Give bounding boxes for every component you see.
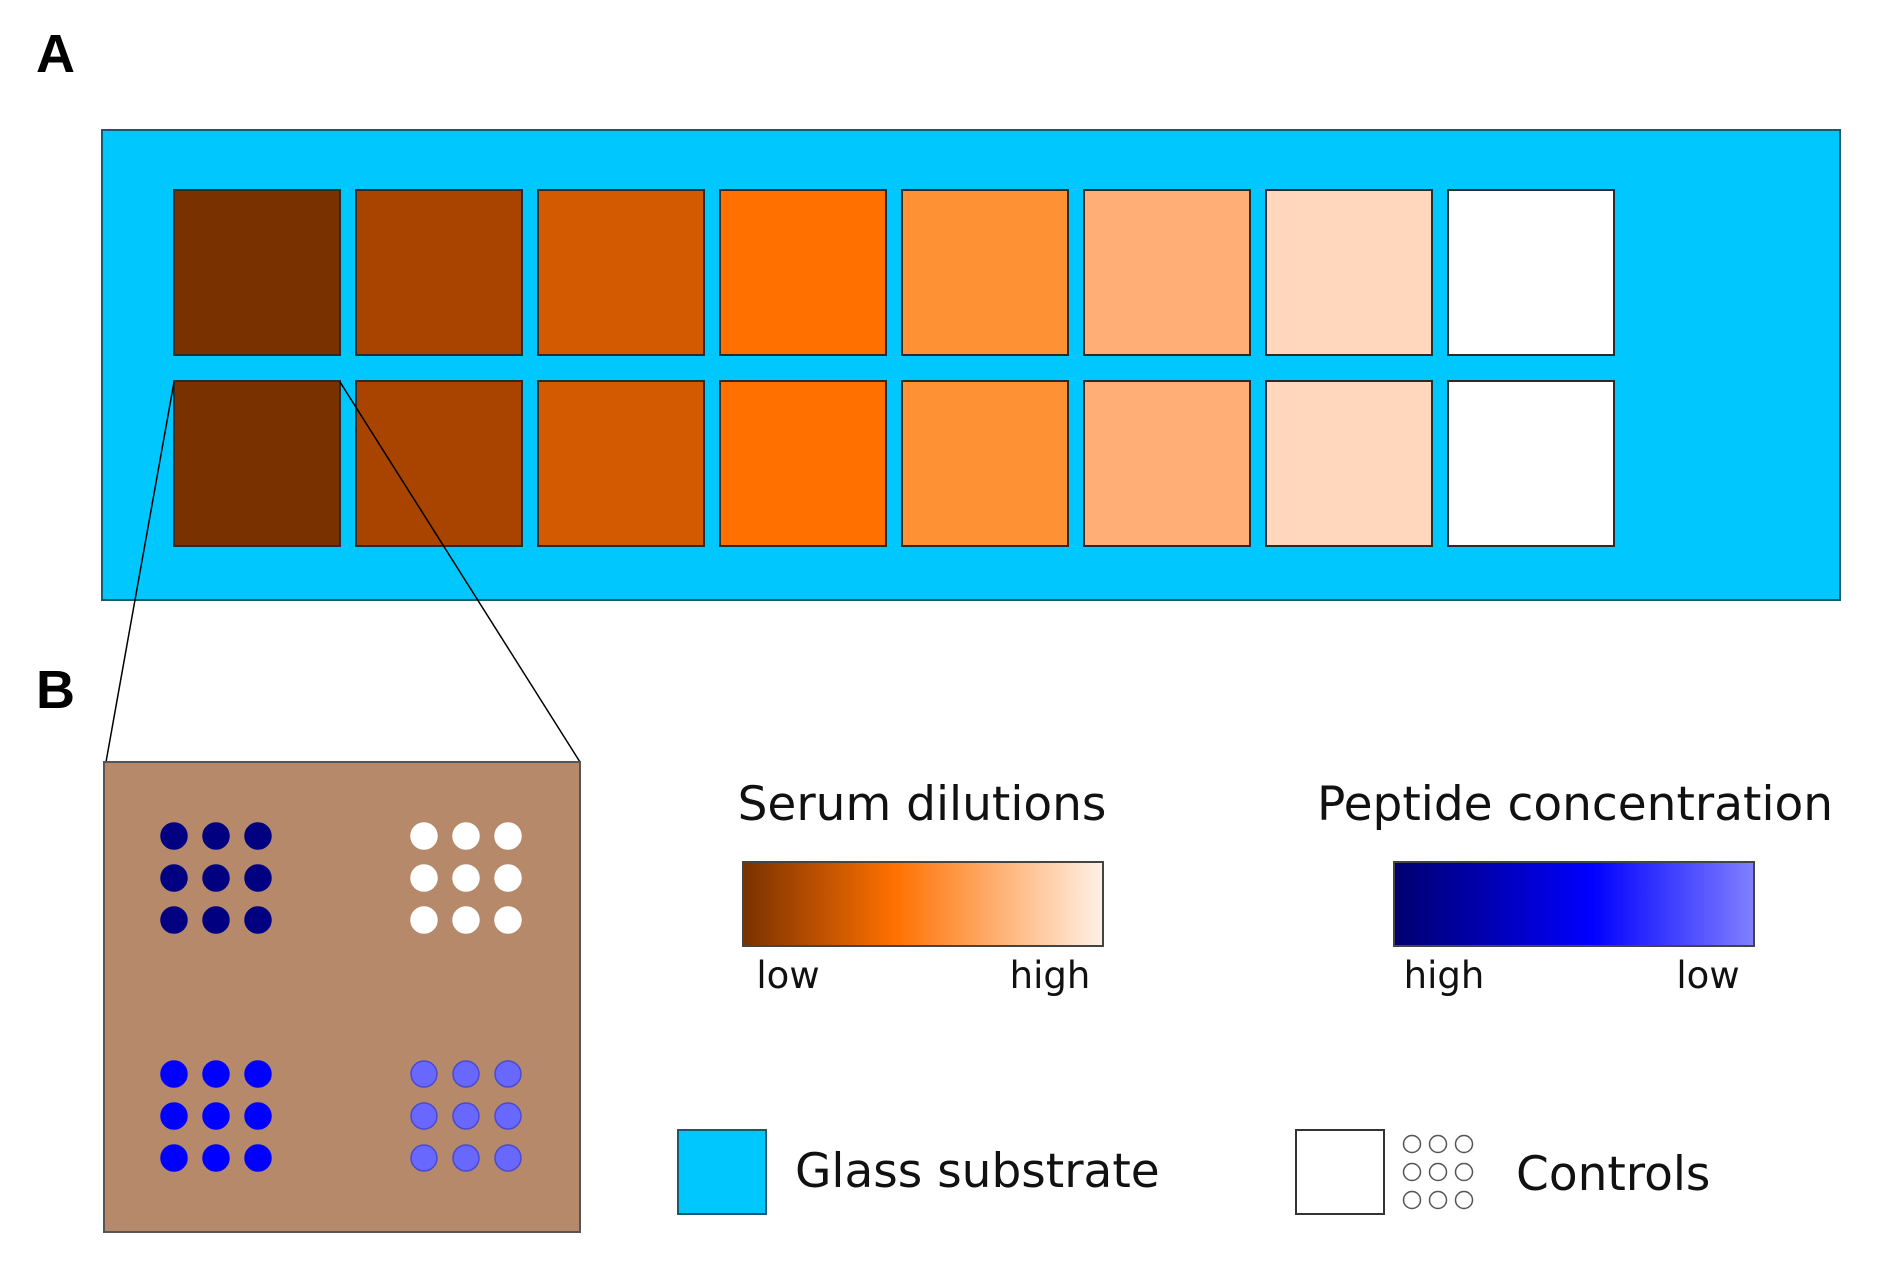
controls-legend: Controls — [1295, 1129, 1710, 1215]
peptide-legend-title: Peptide concentration — [1317, 777, 1833, 832]
control-dot — [1428, 1134, 1448, 1154]
spot — [202, 1060, 230, 1088]
controls-label: Controls — [1516, 1147, 1710, 1202]
zoomed-square-panel-b — [103, 761, 581, 1233]
spot — [410, 1102, 438, 1130]
spot-group — [160, 1060, 272, 1172]
spot — [452, 822, 480, 850]
dilution-square — [355, 189, 523, 356]
spot — [452, 864, 480, 892]
control-dot — [1402, 1162, 1422, 1182]
spot — [494, 1102, 522, 1130]
dilution-row-top — [173, 189, 1615, 356]
dilution-square — [901, 189, 1069, 356]
panel-label-b: B — [36, 660, 75, 720]
spot — [494, 864, 522, 892]
peptide-low-label: low — [1676, 954, 1739, 997]
spot — [202, 1144, 230, 1172]
spot — [202, 822, 230, 850]
spot — [244, 906, 272, 934]
dilution-square — [1083, 189, 1251, 356]
dilution-square — [719, 380, 887, 547]
spot — [410, 864, 438, 892]
spot — [160, 906, 188, 934]
spot — [160, 1060, 188, 1088]
dilution-square — [1447, 189, 1615, 356]
spot — [452, 906, 480, 934]
dilution-square — [537, 189, 705, 356]
glass-swatch — [677, 1129, 767, 1215]
spot-group — [160, 822, 272, 934]
glass-substrate-legend: Glass substrate — [677, 1129, 1160, 1215]
spot — [202, 1102, 230, 1130]
control-dot — [1454, 1162, 1474, 1182]
controls-dots-icon — [1402, 1134, 1474, 1210]
dilution-square — [173, 189, 341, 356]
spot — [160, 864, 188, 892]
control-dot — [1454, 1134, 1474, 1154]
peptide-gradient-bar — [1393, 861, 1755, 947]
dilution-square — [719, 189, 887, 356]
dilution-square — [1265, 189, 1433, 356]
spot — [452, 1102, 480, 1130]
dilution-square — [355, 380, 523, 547]
serum-dilutions-legend: Serum dilutions low high — [738, 777, 1107, 997]
control-dot — [1428, 1162, 1448, 1182]
spot — [244, 1060, 272, 1088]
zoom-line-left — [105, 381, 175, 763]
control-dot — [1402, 1134, 1422, 1154]
control-dot — [1402, 1190, 1422, 1210]
serum-legend-title: Serum dilutions — [738, 777, 1107, 832]
spot — [410, 1144, 438, 1172]
spot-group — [410, 822, 522, 934]
dilution-row-bottom — [173, 380, 1615, 547]
dilution-square — [1265, 380, 1433, 547]
dilution-square — [173, 380, 341, 547]
spot — [494, 1060, 522, 1088]
glass-substrate-label: Glass substrate — [795, 1144, 1160, 1199]
spot — [244, 1102, 272, 1130]
spot — [160, 1144, 188, 1172]
spot — [494, 1144, 522, 1172]
control-dot — [1454, 1190, 1474, 1210]
spot — [410, 822, 438, 850]
spot — [244, 864, 272, 892]
dilution-square — [537, 380, 705, 547]
spot-groups — [160, 822, 522, 1172]
spot — [452, 1060, 480, 1088]
spot — [244, 1144, 272, 1172]
peptide-high-label: high — [1404, 954, 1485, 997]
peptide-concentration-legend: Peptide concentration high low — [1317, 777, 1833, 997]
dilution-square — [1083, 380, 1251, 547]
spot — [410, 906, 438, 934]
spot — [244, 822, 272, 850]
slide-panel-a — [101, 129, 1841, 601]
dilution-square — [1447, 380, 1615, 547]
spot — [202, 906, 230, 934]
zoom-line-right — [339, 381, 581, 763]
spot — [160, 822, 188, 850]
spot — [494, 906, 522, 934]
serum-gradient-bar — [742, 861, 1104, 947]
serum-low-label: low — [756, 954, 819, 997]
spot — [160, 1102, 188, 1130]
control-dot — [1428, 1190, 1448, 1210]
controls-swatch — [1295, 1129, 1385, 1215]
spot — [494, 822, 522, 850]
spot-group — [410, 1060, 522, 1172]
dilution-square — [901, 380, 1069, 547]
spot — [202, 864, 230, 892]
serum-high-label: high — [1010, 954, 1091, 997]
panel-label-a: A — [36, 24, 75, 84]
spot — [452, 1144, 480, 1172]
spot — [410, 1060, 438, 1088]
